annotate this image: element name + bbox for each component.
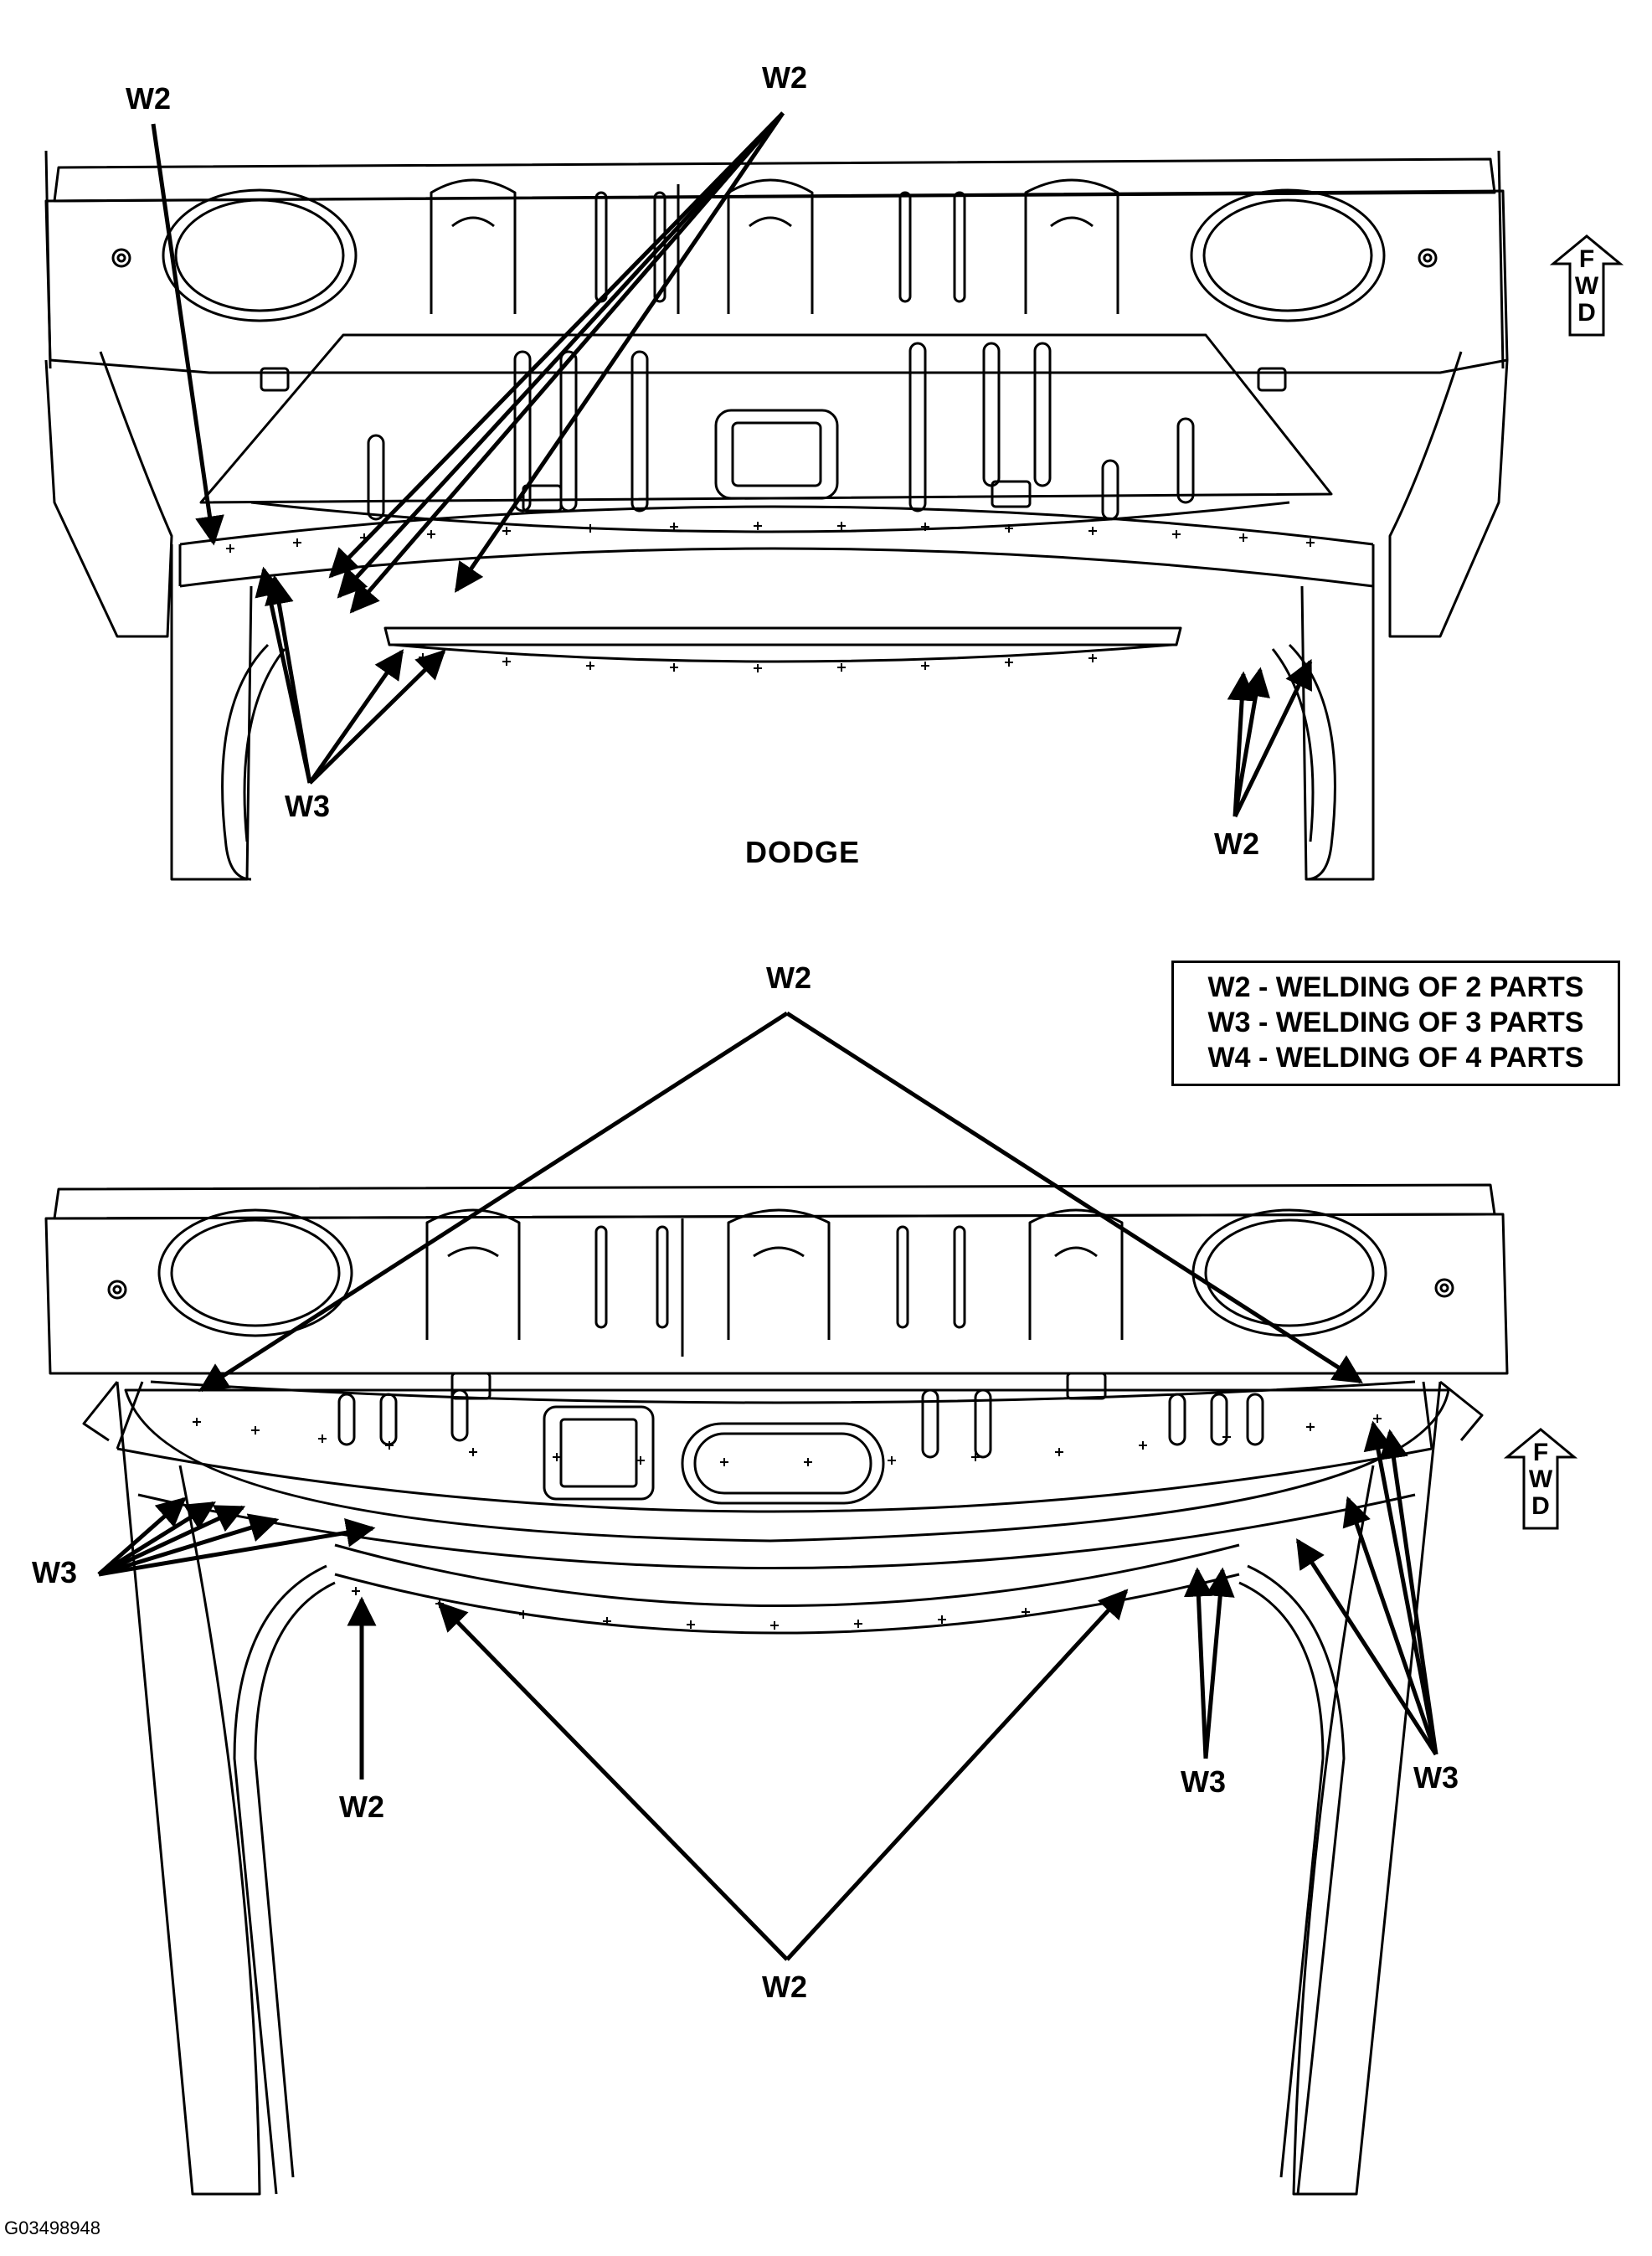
callout-w2-bottom-left: W2 (339, 1790, 384, 1824)
bottom-weld-marks (193, 1414, 1382, 1630)
bottom-callout-arrows (97, 1011, 1438, 1961)
legend-row-w3: W3 - WELDING OF 3 PARTS (1207, 1007, 1584, 1038)
top-weld-marks (226, 522, 1315, 672)
callout-w3-bottom-left: W3 (32, 1555, 77, 1589)
legend-row-w2: W2 - WELDING OF 2 PARTS (1207, 971, 1584, 1003)
fwd-letter: W (1574, 272, 1599, 300)
fwd-letter: D (1531, 1492, 1550, 1520)
weld-legend: W2 - WELDING OF 2 PARTS W3 - WELDING OF … (1171, 961, 1620, 1086)
callout-w3-bottom-right: W3 (1413, 1760, 1459, 1795)
figure-id: G03498948 (4, 2217, 100, 2238)
fwd-letter: F (1532, 1439, 1549, 1466)
callout-w2-top-center: W2 (762, 60, 807, 95)
callout-w2-top-right: W2 (1214, 827, 1259, 861)
callout-w2-top-left: W2 (126, 81, 171, 116)
fwd-arrow-top (1549, 234, 1624, 337)
callout-w3-top-left: W3 (285, 789, 330, 823)
fwd-letter: D (1577, 299, 1596, 327)
callout-w3-bottom-center-right: W3 (1181, 1764, 1226, 1799)
fwd-letter: W (1528, 1465, 1553, 1493)
top-panel-assembly (44, 150, 1509, 881)
top-callout-arrows (151, 111, 1313, 818)
view-title-dodge: DODGE (745, 835, 861, 869)
fwd-letter: F (1578, 245, 1595, 273)
legend-row-w4: W4 - WELDING OF 4 PARTS (1207, 1042, 1584, 1074)
callout-w2-bottom-top: W2 (766, 961, 811, 995)
callout-w2-bottom-center: W2 (762, 1970, 807, 2004)
fwd-arrow-bottom (1503, 1428, 1578, 1530)
